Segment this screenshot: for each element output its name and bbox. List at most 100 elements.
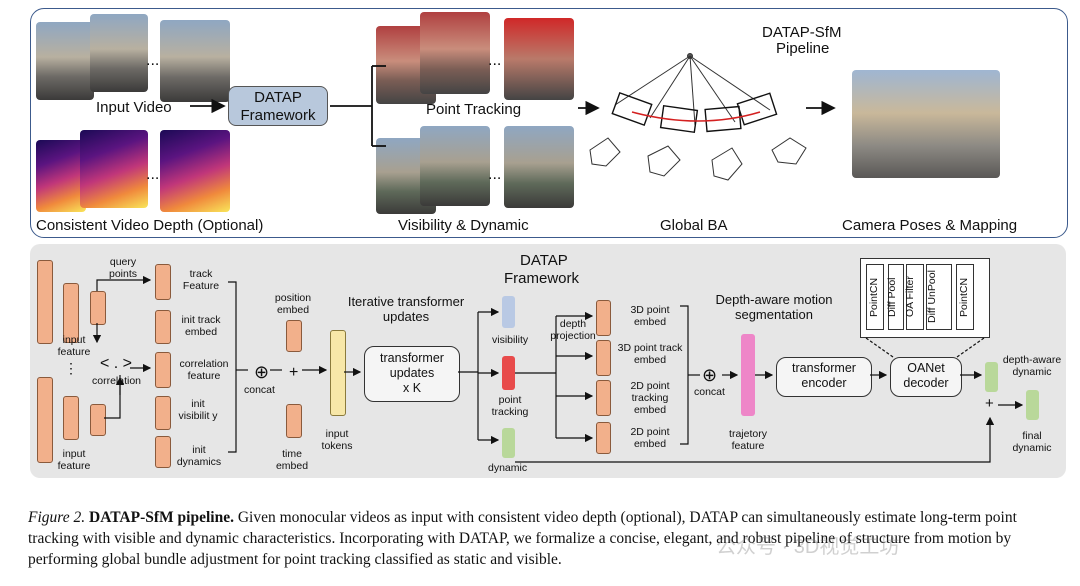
ellipsis: ... bbox=[488, 52, 502, 69]
input-video-frame-1 bbox=[36, 22, 94, 100]
visibility-frame-3 bbox=[504, 126, 574, 208]
ellipsis: ... bbox=[146, 166, 160, 183]
correlation-feature-block bbox=[155, 352, 171, 388]
input-video-frame-2 bbox=[90, 14, 148, 92]
query-points-block bbox=[90, 291, 106, 325]
p3d-track-embed-block bbox=[596, 340, 611, 376]
p2d-tracking-embed-block bbox=[596, 380, 611, 416]
tracking-frame-3 bbox=[504, 18, 574, 100]
depth-projection-label: depth projection bbox=[550, 318, 596, 342]
iterative-title: Iterative transformer updates bbox=[347, 294, 465, 324]
trajectory-feature-label: trajetory feature bbox=[729, 428, 767, 452]
point-tracking-label-b: point tracking bbox=[491, 394, 529, 418]
final-plus-symbol: + bbox=[985, 395, 994, 412]
p2d-tracking-embed-label: 2D point tracking embed bbox=[630, 380, 670, 416]
ellipsis: ... bbox=[488, 166, 502, 183]
final-dynamic-block bbox=[1026, 390, 1039, 420]
figure-caption: Figure 2. DATAP-SfM pipeline. Given mono… bbox=[28, 507, 1063, 570]
point-tracking-block bbox=[502, 356, 515, 390]
p2d-embed-block bbox=[596, 422, 611, 454]
position-embed-block bbox=[286, 320, 302, 352]
ellipsis: ... bbox=[146, 52, 160, 69]
visibility-frame-2 bbox=[420, 126, 490, 206]
consistent-depth-label: Consistent Video Depth (Optional) bbox=[36, 217, 264, 234]
init-visibility-block bbox=[155, 396, 171, 430]
depth-aware-dynamic-label: depth-aware dynamic bbox=[1002, 354, 1062, 378]
correlation-feature-label: correlation feature bbox=[179, 358, 229, 382]
correlation-symbol: < . > bbox=[100, 355, 133, 372]
track-feature-label: track Feature bbox=[182, 268, 220, 292]
figure-label: Figure 2. bbox=[28, 509, 86, 526]
transformer-updates-l3: x K bbox=[402, 381, 422, 395]
init-dynamics-block bbox=[155, 436, 171, 468]
p3d-embed-block bbox=[596, 300, 611, 336]
transformer-encoder-l2: encoder bbox=[801, 376, 847, 390]
init-visibility-label: init visibilit y bbox=[178, 398, 218, 422]
transformer-encoder-box: transformer encoder bbox=[776, 357, 872, 397]
input-feature-block-2 bbox=[63, 283, 79, 343]
caption-text: Given monocular videos as input with con… bbox=[28, 509, 1017, 568]
transformer-updates-box: transformer updates x K bbox=[364, 346, 460, 402]
pipeline-title-line1: DATAP-SfM bbox=[762, 24, 842, 41]
dynamic-label: dynamic bbox=[488, 462, 528, 474]
input-feature-block-1 bbox=[37, 260, 53, 344]
input-feature-block-3 bbox=[37, 377, 53, 463]
concat2-symbol: ⊕ bbox=[702, 365, 718, 385]
p3d-track-embed-label: 3D point track embed bbox=[617, 342, 683, 366]
depth-aware-title: Depth-aware motion segmentation bbox=[715, 292, 833, 322]
input-tokens-label: input tokens bbox=[321, 428, 353, 452]
init-track-embed-block bbox=[155, 310, 171, 344]
visibility-label: visibility bbox=[492, 334, 529, 346]
concat-symbol: ⊕ bbox=[254, 362, 270, 382]
framework-title-line2: Framework bbox=[504, 270, 580, 287]
p2d-embed-label: 2D point embed bbox=[630, 426, 670, 450]
final-dynamic-label: final dynamic bbox=[1012, 430, 1052, 454]
time-embed-block bbox=[286, 404, 302, 438]
plus-symbol: + bbox=[289, 364, 299, 381]
input-feature-bottom-label: input feature bbox=[57, 448, 91, 472]
concat-label: concat bbox=[244, 384, 275, 396]
depth-aware-dynamic-block bbox=[985, 362, 998, 392]
oanet-l1: OANet bbox=[907, 361, 945, 375]
bottom-diagram-svg bbox=[92, 275, 1024, 463]
depth-frame-3 bbox=[160, 130, 230, 212]
pipeline-title-line2: Pipeline bbox=[776, 40, 830, 57]
point-tracking-label: Point Tracking bbox=[426, 101, 522, 118]
input-video-frame-3 bbox=[160, 20, 230, 102]
caption-title: DATAP-SfM pipeline. bbox=[89, 509, 234, 526]
query-points-label: query points bbox=[108, 256, 138, 280]
init-track-embed-label: init track embed bbox=[181, 314, 221, 338]
correlation-input-block bbox=[90, 404, 106, 436]
track-feature-block bbox=[155, 264, 171, 300]
oanet-l2: decoder bbox=[903, 376, 949, 390]
init-dynamics-label: init dynamics bbox=[176, 444, 222, 468]
transformer-encoder-l1: transformer bbox=[792, 361, 856, 375]
depth-frame-2 bbox=[80, 130, 148, 208]
input-feature-block-4 bbox=[63, 396, 79, 440]
time-embed-label: time embed bbox=[275, 448, 309, 472]
datap-framework-box: DATAP Framework bbox=[228, 86, 328, 126]
tracking-frame-2 bbox=[420, 12, 490, 94]
framework-title-line1: DATAP bbox=[520, 252, 568, 269]
trajectory-feature-block bbox=[741, 334, 755, 416]
framework-line2: Framework bbox=[240, 107, 316, 124]
watermark: 公众号 · 3D视觉工坊 bbox=[716, 536, 900, 558]
top-diagram-svg bbox=[190, 53, 836, 181]
camera-poses-image bbox=[852, 70, 1000, 178]
framework-line1: DATAP bbox=[254, 89, 302, 106]
dynamic-block bbox=[502, 428, 515, 458]
global-ba-drawing bbox=[589, 53, 807, 181]
visibility-block bbox=[502, 296, 515, 328]
transformer-updates-l1: transformer bbox=[380, 351, 444, 365]
input-tokens-block bbox=[330, 330, 346, 416]
oanet-decoder-box: OANet decoder bbox=[890, 357, 962, 397]
input-feature-top-label: input feature bbox=[57, 334, 91, 358]
p3d-embed-label: 3D point embed bbox=[630, 304, 670, 328]
concat2-label: concat bbox=[694, 386, 725, 398]
global-ba-label: Global BA bbox=[660, 217, 728, 234]
transformer-updates-l2: updates bbox=[389, 366, 435, 380]
camera-poses-label: Camera Poses & Mapping bbox=[842, 217, 1018, 234]
visibility-dynamic-label: Visibility & Dynamic bbox=[398, 217, 529, 234]
depth-frame-1 bbox=[36, 140, 86, 212]
vertical-dots: ⋮ bbox=[64, 360, 78, 376]
